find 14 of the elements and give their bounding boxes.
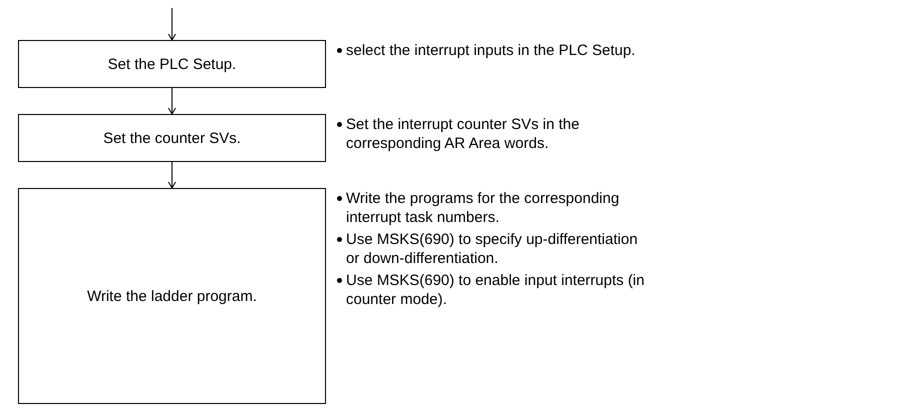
process-box [18, 114, 326, 162]
bullet-note: Write the programs for the corresponding interrupt task numbers. [346, 189, 620, 227]
arrow [168, 88, 176, 114]
step-label: Set the PLC Setup. [108, 56, 236, 72]
process-box [18, 188, 326, 404]
step-label: Set the counter SVs. [103, 130, 241, 146]
bullet-note: Set the interrupt counter SVs in the corresponding AR Area words. [346, 115, 580, 153]
arrow [168, 162, 176, 188]
step-label: Write the ladder program. [87, 288, 257, 304]
arrow [168, 8, 176, 40]
process-box [18, 40, 326, 88]
bullet-note: Use MSKS(690) to enable input interrupts (in counter mode). [346, 271, 646, 309]
bullet-note: select the interrupt inputs in the PLC Setup. [346, 41, 636, 60]
bullet-note: Use MSKS(690) to specify up-differentiation or down-differentiation. [346, 230, 639, 268]
